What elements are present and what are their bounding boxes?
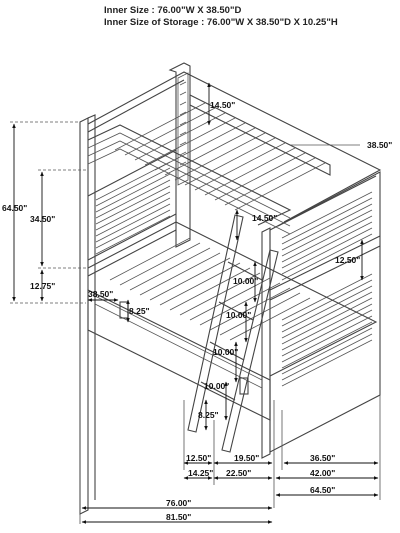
bottom-bunk-slats [109, 237, 311, 341]
top-bunk-outline [87, 71, 382, 223]
dimension-labels: 64.50" 34.50" 12.75" 14.50" 38.50" 14.50… [2, 100, 392, 522]
label-ladder-step-3: 10.00" [213, 347, 238, 357]
ladder-right-rail [221, 249, 279, 453]
label-height-bottom-rail: 12.75" [30, 281, 55, 291]
label-height-bunk: 34.50" [30, 214, 55, 224]
dimension-lines [10, 82, 381, 524]
label-drawer-height: 8.25" [129, 306, 150, 316]
drawer-handle-left [119, 301, 129, 319]
bottom-bunk-outline [87, 221, 378, 377]
left-front-post [79, 117, 89, 515]
storage-drawer-base [87, 289, 271, 421]
right-front-post [261, 227, 271, 459]
right-end-panel-slats [281, 191, 373, 387]
top-bunk-slats [114, 102, 326, 211]
ladder-rung-4 [200, 381, 236, 401]
label-depth-inner: 36.50" [310, 453, 335, 463]
label-ladder-step-1: 10.00" [233, 276, 258, 286]
label-drawer-depth: 38.50" [88, 289, 113, 299]
label-depth-mid: 42.00" [310, 468, 335, 478]
label-depth-total: 64.50" [310, 485, 335, 495]
label-ladder-bottom: 8.25" [198, 410, 219, 420]
label-guard-mid: 14.50" [252, 213, 277, 223]
inner-storage-size-text: Inner Size of Storage : 76.00"W X 38.50"… [104, 17, 338, 28]
label-ladder-offset-a: 12.50" [186, 453, 211, 463]
top-guard-rail [87, 124, 292, 226]
ladder-left-rail [187, 214, 244, 433]
label-ladder-span: 22.50" [226, 468, 251, 478]
label-ladder-offset-b: 14.25" [188, 468, 213, 478]
label-height-total: 64.50" [2, 203, 27, 213]
top-back-rail [189, 94, 331, 176]
label-ladder-width: 19.50" [234, 453, 259, 463]
label-end-panel-gap: 12.50" [335, 255, 360, 265]
bunk-bed-drawing [79, 62, 382, 515]
label-width-total: 81.50" [166, 512, 191, 522]
label-ladder-step-4: 10.00" [204, 381, 229, 391]
label-width-inner: 76.00" [166, 498, 191, 508]
left-back-post [168, 62, 191, 248]
label-ladder-step-2: 10.00" [226, 310, 251, 320]
label-depth-top: 38.50" [367, 140, 392, 150]
left-end-panel-slats [95, 161, 171, 255]
top-back-end-slats [177, 72, 189, 186]
ladder-rung-3 [209, 341, 245, 361]
label-guard-top: 14.50" [210, 100, 235, 110]
inner-size-text: Inner Size : 76.00"W X 38.50"D [104, 5, 241, 16]
